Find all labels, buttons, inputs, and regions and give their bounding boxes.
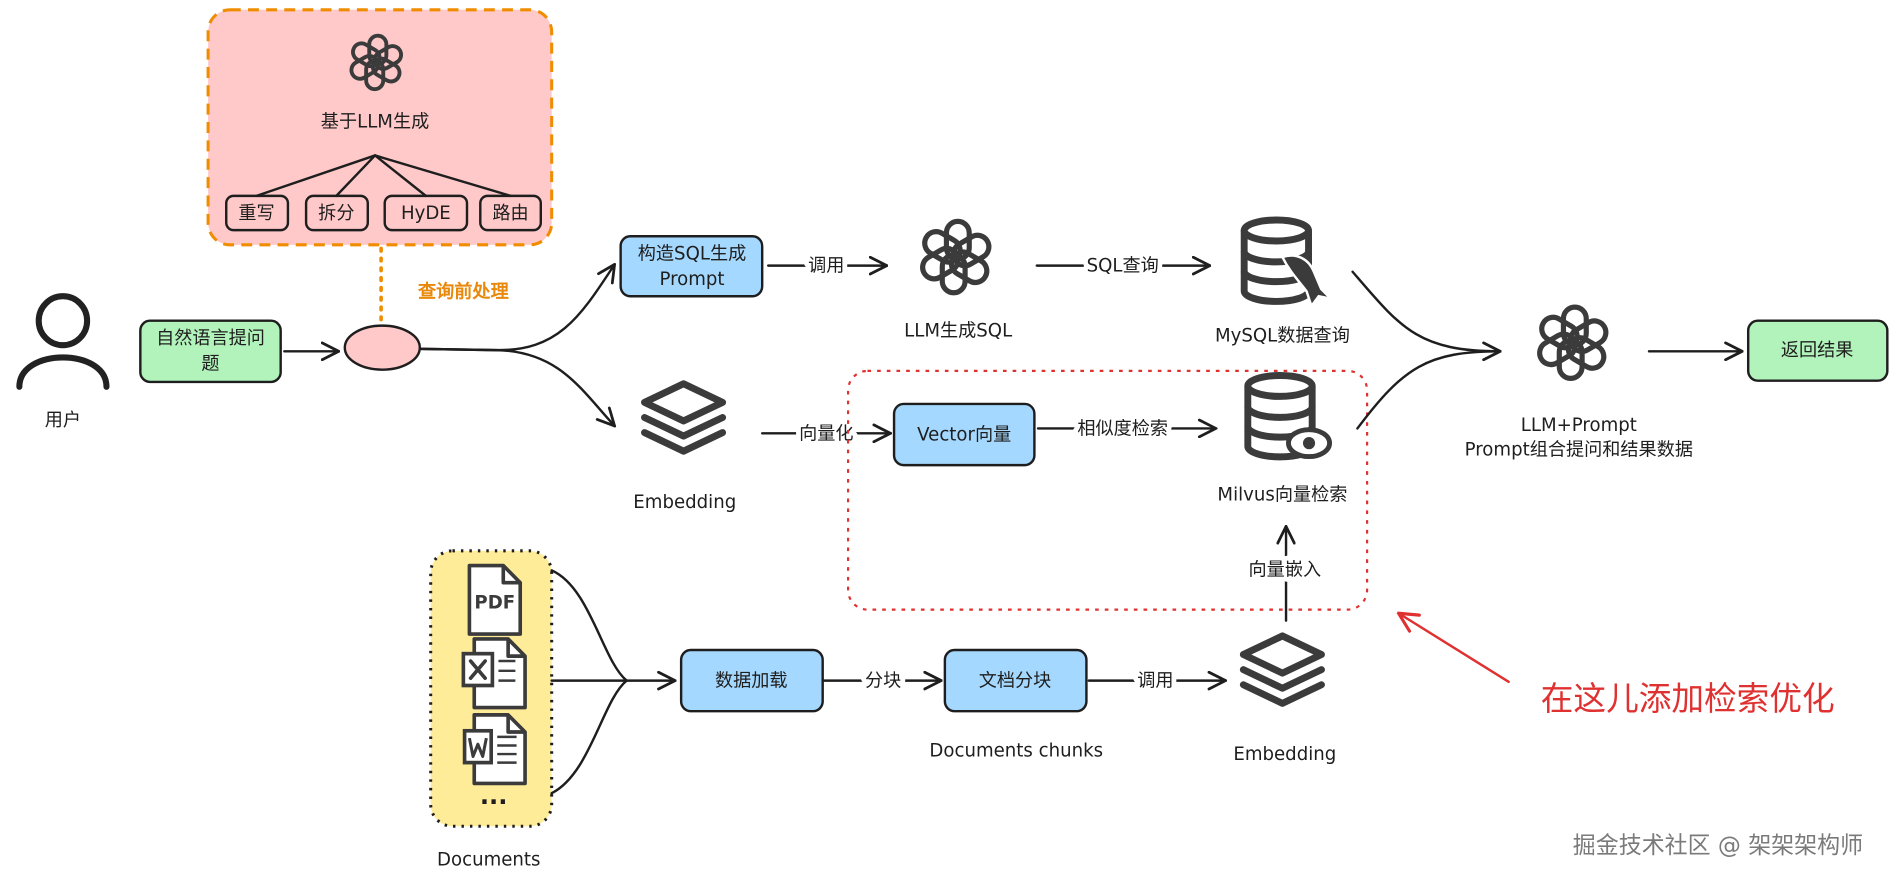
embedding-label-bottom: Embedding [1233,744,1336,765]
mysql-query-label: MySQL数据查询 [1215,325,1350,346]
sql-prompt-line1: 构造SQL生成 [638,243,746,264]
layers-icon [644,384,722,451]
arrow-milvus-to-llm [1356,350,1502,430]
retrieval-optimization-region [846,369,1369,611]
user-label: 用户 [45,410,81,431]
split-box [304,194,369,232]
hyde-box [383,194,469,232]
similarity-label: 相似度检索 [1077,418,1168,439]
call-llm-label: 调用 [808,256,844,277]
pdf-file-icon: PDF [467,563,523,636]
rewrite-label: 重写 [238,203,274,224]
call-embedding-label: 调用 [1137,671,1173,692]
question-label-line2: 题 [201,354,219,375]
llm-prompt-label-line2: Prompt组合提问和结果数据 [1465,439,1693,460]
llm-sql-label: LLM生成SQL [904,321,1013,342]
documents-chunks-caption: Documents chunks [929,740,1103,761]
tree-connectors [255,154,512,198]
user-icon [16,293,110,390]
documents-label: Documents [437,849,540,870]
query-preprocess-group: 基于LLM生成 重写 拆分 HyDE 路由 [206,8,554,247]
llm-generate-title: 基于LLM生成 [321,111,429,132]
result-box [1746,319,1889,382]
routing-box [479,194,542,232]
preprocess-label: 查询前处理 [418,280,509,302]
query-preprocess-box [206,8,554,247]
layers-icon [1243,636,1321,703]
sql-query-label: SQL查询 [1087,256,1159,277]
chunking-label: 分块 [865,671,901,692]
annotation-text: 在这儿添加检索优化 [1541,680,1835,718]
openai-logo-icon [918,221,993,292]
arrow-to-sql-branch [419,264,615,352]
sql-prompt-line2: Prompt [659,269,724,290]
split-label: 拆分 [318,203,354,224]
word-file-icon [462,713,527,786]
mysql-dolphin-icon [1280,254,1335,309]
vector-box [892,402,1036,467]
doc-chunk-box [943,648,1088,713]
vectorize-label: 向量化 [799,423,853,444]
excel-file-icon [461,637,527,710]
vector-box-label: Vector向量 [917,425,1011,446]
sql-prompt-box [619,235,764,298]
watermark: 掘金技术社区 @ 架架架构师 [1573,833,1863,859]
arrow-mysql-to-llm [1351,270,1501,352]
openai-logo-icon [1535,307,1610,378]
routing-label: 路由 [492,203,528,224]
curve-doc-bottom [550,679,628,795]
embedding-label-top: Embedding [633,492,736,513]
router-node [343,324,422,371]
result-label: 返回结果 [1781,340,1854,361]
llm-prompt-label-line1: LLM+Prompt [1521,415,1637,436]
data-load-label: 数据加载 [715,671,788,692]
curve-doc-top [550,569,628,682]
hyde-label: HyDE [401,203,451,224]
pdf-icon-text: PDF [474,592,515,613]
question-box [139,319,282,384]
more-documents-ellipsis: ... [480,781,508,810]
vector-embed-label: 向量嵌入 [1249,559,1322,580]
arrow-to-vector-branch [419,347,615,426]
milvus-eye-icon [1286,427,1333,460]
rewrite-box [225,194,290,232]
annotation-arrow [1399,613,1510,684]
milvus-search-label: Milvus向量检索 [1217,485,1347,506]
question-label-line1: 自然语言提问 [156,328,265,349]
doc-chunk-label: 文档分块 [979,671,1052,692]
